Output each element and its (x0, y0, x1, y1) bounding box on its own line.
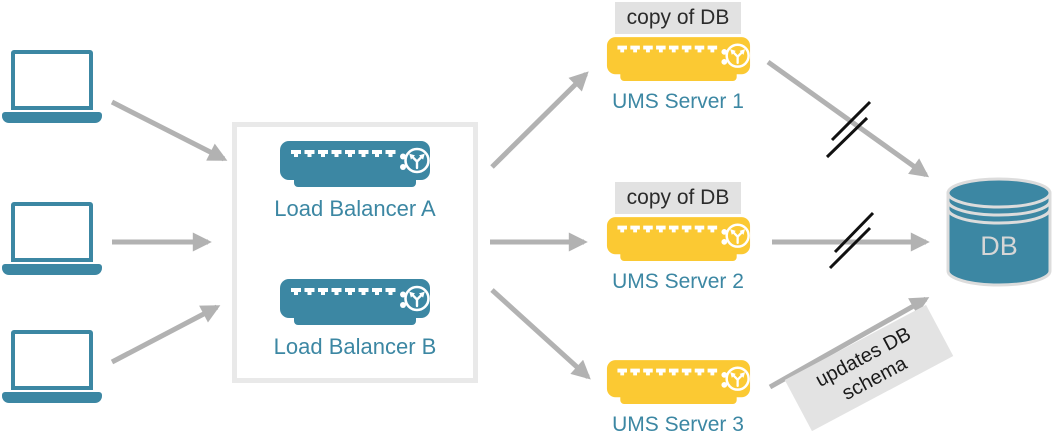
arrow-ums1-to-db (766, 59, 930, 178)
database-cylinder-icon (946, 177, 1052, 287)
client-laptop-icon (2, 50, 102, 123)
client-laptop-icon (2, 330, 102, 403)
load-balancer-a: Load Balancer A (237, 141, 473, 222)
database-node: DB (946, 176, 1052, 288)
broken-link-slash (828, 226, 872, 270)
laptop-screen (11, 202, 93, 262)
server-icon (606, 217, 750, 262)
broken-link-slash (833, 211, 875, 254)
load-balancer-b-label: Load Balancer B (273, 334, 437, 359)
ums-server-1: copy of DB UMS Server 1 (598, 2, 758, 114)
load-balancer-icon (280, 141, 430, 187)
ums-server-1-label: UMS Server 1 (612, 90, 744, 114)
broken-link-slash (830, 100, 872, 142)
arrow-client3-to-lb (110, 304, 221, 365)
arrow-lb-to-ums1 (490, 71, 589, 169)
server-icon (606, 360, 750, 404)
server-icon (606, 37, 750, 82)
copy-of-db-badge: copy of DB (614, 182, 742, 215)
load-balancer-icon (280, 279, 430, 325)
laptop-screen (11, 330, 93, 390)
database-label: DB (980, 231, 1018, 261)
laptop-base (2, 112, 102, 123)
load-balancer-a-label: Load Balancer A (274, 196, 436, 221)
load-balancer-b: Load Balancer B (237, 279, 473, 360)
laptop-base (2, 264, 102, 275)
ums-server-3-label: UMS Server 3 (612, 413, 744, 436)
arrow-ums3-to-db (768, 296, 930, 390)
broken-link-slash (825, 116, 869, 159)
laptop-screen (11, 50, 93, 110)
ums-server-2: copy of DB UMS Server 2 (598, 182, 758, 294)
laptop-base (2, 392, 102, 403)
client-laptop-icon (2, 202, 102, 275)
load-balancer-group-box: Load Balancer A (232, 122, 478, 383)
ums-server-3: UMS Server 3 (598, 360, 758, 437)
copy-of-db-badge: copy of DB (614, 2, 742, 35)
arrow-client1-to-lb (110, 99, 228, 162)
ums-server-2-label: UMS Server 2 (612, 270, 744, 294)
arrow-lb-to-ums3 (490, 288, 591, 380)
